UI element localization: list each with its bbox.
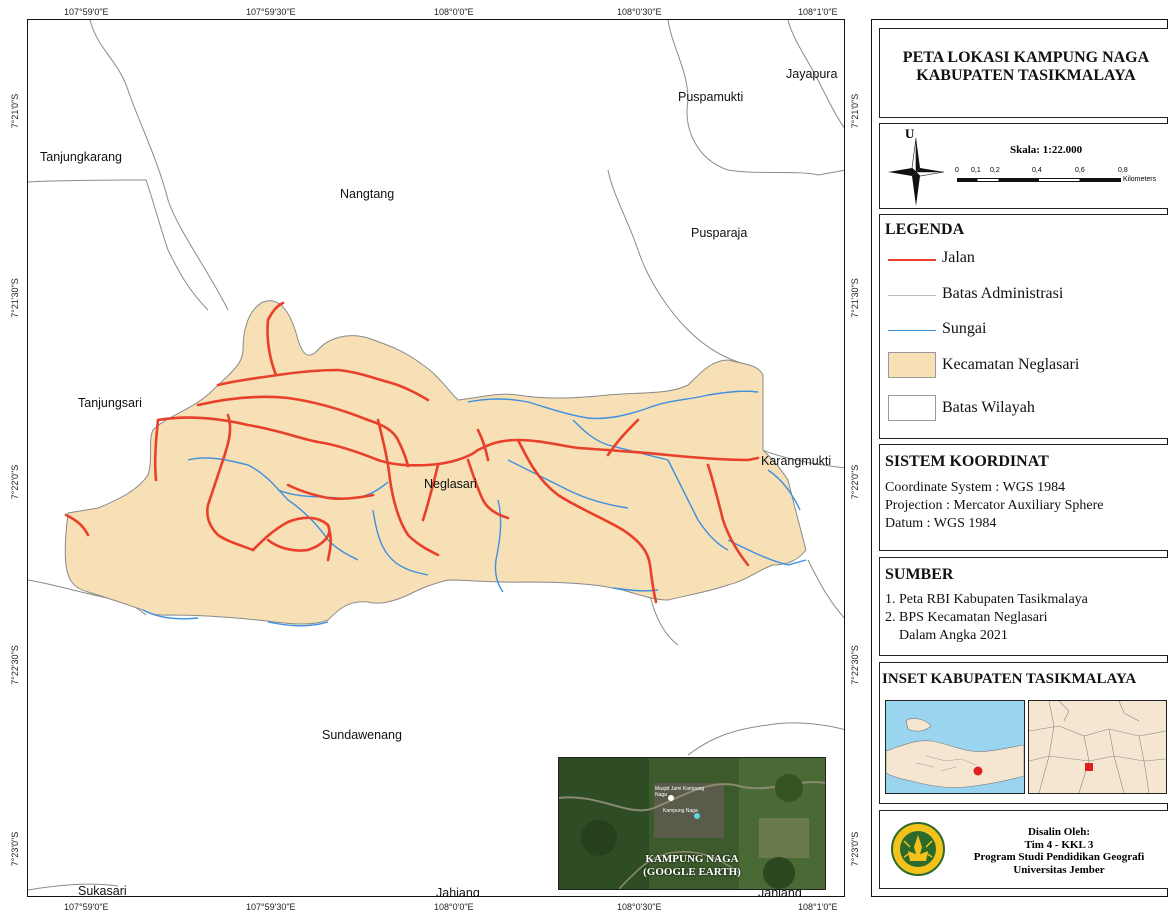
source-line3: Dalam Angka 2021 (885, 628, 1008, 643)
place-sukasari: Sukasari (78, 884, 127, 897)
scale-unit: Kilometers (1123, 176, 1157, 183)
scale-panel: U Skala: 1:22.000 0 0,1 0,2 0,4 0,6 0,8 … (879, 123, 1168, 209)
source-line1: 1. Peta RBI Kabupaten Tasikmalaya (885, 592, 1088, 607)
lon-label-top-5: 108°1'0"E (798, 7, 838, 17)
photo-label-masjid: Masjid Jami Kampung Naga (655, 786, 705, 798)
scale-label: Skala: 1:22.000 (1010, 144, 1083, 156)
lon-label-bottom-5: 108°1'0"E (798, 902, 838, 912)
coord-system-heading: SISTEM KOORDINAT (885, 453, 1049, 470)
lon-label-top-3: 108°0'0"E (434, 7, 474, 17)
credit-line2: Tim 4 - KKL 3 (1024, 838, 1094, 851)
roads (64, 301, 760, 604)
source-panel: SUMBER 1. Peta RBI Kabupaten Tasikmalaya… (879, 557, 1168, 656)
credit-line3: Program Studi Pendidikan Geografi (973, 851, 1145, 863)
legend-river-label: Sungai (942, 320, 987, 337)
inset-map-java (885, 700, 1025, 794)
inset-panel: INSET KABUPATEN TASIKMALAYA (879, 662, 1168, 804)
legend-road-label: Jalan (942, 249, 975, 266)
map-title-line2: KABUPATEN TASIKMALAYA (916, 67, 1136, 84)
place-puspamukti: Puspamukti (678, 90, 744, 104)
coord-system-panel: SISTEM KOORDINAT Coordinate System : WGS… (879, 444, 1168, 551)
lat-label-left-4: 7°22'30"S (10, 645, 20, 685)
map-title: PETA LOKASI KAMPUNG NAGA KABUPATEN TASIK… (880, 49, 1168, 85)
scale-tick-0: 0 (955, 167, 959, 174)
lat-label-right-3: 7°22'0"S (850, 464, 860, 500)
admin-boundaries (28, 20, 844, 891)
photo-caption: KAMPUNG NAGA (GOOGLE EARTH) (559, 853, 825, 879)
place-nangtang: Nangtang (340, 187, 395, 201)
aerial-image (559, 758, 825, 889)
legend-road-symbol (888, 259, 936, 261)
scale-tick-4: 0,4 (1032, 167, 1042, 174)
university-logo-icon (891, 822, 945, 876)
lat-label-left-3: 7°22'0"S (10, 464, 20, 500)
place-jahiang-left: Jahiang (436, 886, 480, 897)
title-panel: PETA LOKASI KAMPUNG NAGA KABUPATEN TASIK… (879, 28, 1168, 118)
source-heading: SUMBER (885, 566, 954, 583)
place-sundawenang: Sundawenang (322, 728, 402, 742)
legend-admin-label: Batas Administrasi (942, 285, 1064, 302)
scale-tick-2: 0,2 (990, 167, 1000, 174)
google-earth-photo: Masjid Jami Kampung Naga Kampung Naga KA… (558, 757, 826, 890)
place-karangmukti: Karangmukti (761, 454, 832, 468)
map-canvas (28, 20, 844, 891)
lat-label-left-5: 7°23'0"S (10, 831, 20, 867)
legend-boundary-label: Batas Wilayah (942, 399, 1035, 416)
lat-label-right-4: 7°22'30"S (850, 645, 860, 685)
photo-label-kampung: Kampung Naga (663, 808, 698, 814)
map-frame[interactable]: Jayapura Puspamukti Tanjungkarang Nangta… (27, 19, 845, 897)
source-line2: 2. BPS Kecamatan Neglasari (885, 610, 1048, 625)
photo-caption-line1: KAMPUNG NAGA (645, 853, 739, 865)
lat-label-right-5: 7°23'0"S (850, 831, 860, 867)
credit-line4: Universitas Jember (1013, 863, 1105, 876)
lat-label-right-1: 7°21'0"S (850, 93, 860, 129)
inset-heading: INSET KABUPATEN TASIKMALAYA (882, 671, 1137, 687)
credit-line1: Disalin Oleh: (1027, 826, 1091, 838)
lon-label-bottom-1: 107°59'0"E (64, 902, 109, 912)
inset-map-tasikmalaya (1028, 700, 1167, 794)
lon-label-bottom-3: 108°0'0"E (434, 902, 474, 912)
lon-label-bottom-4: 108°0'30"E (617, 902, 662, 912)
place-pusparaja: Pusparaja (691, 226, 748, 240)
lon-label-top-2: 107°59'30"E (246, 7, 296, 17)
neglasari-area (64, 300, 807, 625)
north-arrow-icon (888, 137, 945, 206)
place-jayapura: Jayapura (786, 67, 838, 81)
place-jahiang-right: Jahiang (758, 886, 802, 897)
scale-tick-8: 0,8 (1118, 167, 1128, 174)
coord-system-line1: Coordinate System : WGS 1984 (885, 480, 1066, 495)
place-tanjungsari: Tanjungsari (78, 396, 142, 410)
north-letter: U (905, 126, 915, 141)
credit-panel: Disalin Oleh: Tim 4 - KKL 3 Program Stud… (879, 810, 1168, 889)
legend-area-label: Kecamatan Neglasari (942, 356, 1080, 373)
legend-river-symbol (888, 330, 936, 331)
legend-admin-symbol (888, 295, 936, 296)
coord-system-line2: Projection : Mercator Auxiliary Sphere (885, 498, 1104, 513)
scale-tick-1: 0,1 (971, 167, 981, 174)
legend-heading: LEGENDA (885, 221, 965, 238)
credit-text: Disalin Oleh: Tim 4 - KKL 3 Program Stud… (946, 826, 1168, 876)
lat-label-left-2: 7°21'30"S (10, 278, 20, 318)
photo-caption-line2: (GOOGLE EARTH) (643, 866, 741, 878)
lon-label-top-4: 108°0'30"E (617, 7, 662, 17)
lat-label-right-2: 7°21'30"S (850, 278, 860, 318)
lon-label-top-1: 107°59'0"E (64, 7, 109, 17)
layout-panel: PETA LOKASI KAMPUNG NAGA KABUPATEN TASIK… (871, 19, 1168, 897)
legend-area-symbol (888, 352, 936, 378)
coord-system-line3: Datum : WGS 1984 (885, 516, 997, 531)
legend-boundary-symbol (888, 395, 936, 421)
place-tanjungkarang: Tanjungkarang (40, 150, 123, 164)
lon-label-bottom-2: 107°59'30"E (246, 902, 296, 912)
lat-label-left-1: 7°21'0"S (10, 93, 20, 129)
legend-panel: LEGENDA Jalan Batas Administrasi Sungai … (879, 214, 1168, 439)
map-title-line1: PETA LOKASI KAMPUNG NAGA (902, 49, 1150, 66)
scale-tick-6: 0,6 (1075, 167, 1085, 174)
place-neglasari: Neglasari (424, 477, 477, 491)
